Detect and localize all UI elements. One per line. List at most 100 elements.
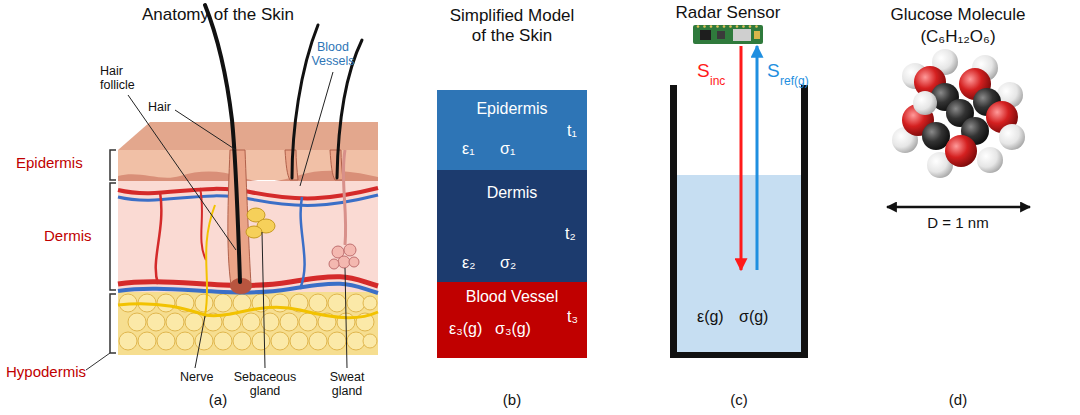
pcb-part bbox=[710, 25, 713, 28]
fat-cells bbox=[157, 332, 175, 350]
pcb-part bbox=[729, 25, 732, 28]
conductivity-symbol: σ(g) bbox=[739, 308, 768, 326]
panel-title: Anatomy of the Skin bbox=[118, 5, 318, 25]
part-label: Nerve bbox=[180, 370, 213, 384]
panel-title: Glucose Molecule bbox=[868, 5, 1048, 25]
fat-cells bbox=[128, 313, 146, 331]
sweat-gland bbox=[329, 259, 339, 269]
fat-cells bbox=[119, 294, 377, 350]
permittivity-symbol: ε₁ bbox=[462, 140, 475, 158]
fat-cells bbox=[328, 294, 346, 312]
fat-cells bbox=[195, 294, 213, 312]
part-label: Sebaceous gland bbox=[228, 370, 302, 398]
fat-cells bbox=[299, 313, 317, 331]
fat-cells bbox=[176, 332, 194, 350]
glucose-molecule bbox=[922, 122, 950, 150]
liquid-sample bbox=[677, 175, 801, 352]
fat-cells bbox=[138, 332, 156, 350]
layer-name: Dermis bbox=[437, 184, 587, 202]
layer-label: Epidermis bbox=[16, 154, 83, 171]
glucose-molecule bbox=[977, 147, 1003, 173]
fat-cells bbox=[328, 332, 346, 350]
permittivity-symbol: ε₂ bbox=[462, 254, 475, 272]
pcb-part bbox=[742, 25, 745, 28]
leader-lines bbox=[195, 316, 205, 368]
fat-cells bbox=[309, 332, 327, 350]
fat-cells bbox=[309, 294, 327, 312]
fat-cells bbox=[185, 313, 203, 331]
fat-cells bbox=[119, 332, 137, 350]
glucose-molecule bbox=[892, 49, 1025, 178]
blood-vessels bbox=[118, 188, 378, 198]
fat-cells bbox=[347, 332, 365, 350]
sebaceous-gland bbox=[246, 208, 275, 238]
fat-cells bbox=[157, 294, 175, 312]
blood-vessels bbox=[156, 192, 162, 284]
pcb-part bbox=[733, 29, 751, 41]
layer-brackets bbox=[86, 150, 116, 370]
hair-shafts bbox=[205, 5, 240, 282]
layer-label: Dermis bbox=[44, 227, 92, 244]
pcb-part bbox=[703, 25, 706, 28]
sweat-gland bbox=[338, 256, 350, 268]
leader-lines bbox=[128, 72, 347, 368]
layer-brackets bbox=[110, 294, 116, 353]
panel-tag: (b) bbox=[487, 391, 537, 408]
skin-layer-band: Epidermisε₁σ₁t₁ bbox=[437, 90, 587, 170]
pcb-part bbox=[736, 25, 739, 28]
reflected-signal-arrow bbox=[756, 46, 759, 270]
fat-cells bbox=[290, 332, 308, 350]
fat-cells bbox=[233, 332, 251, 350]
thickness-symbol: t₃ bbox=[567, 308, 578, 326]
sebaceous-gland bbox=[246, 226, 262, 238]
fat-cells bbox=[271, 294, 289, 312]
sensor-pcb bbox=[693, 22, 763, 46]
fat-cells bbox=[252, 332, 270, 350]
thickness-symbol: t₂ bbox=[565, 225, 576, 243]
pcb-part bbox=[749, 25, 752, 28]
hair-shafts bbox=[292, 25, 318, 178]
panel-tag: (c) bbox=[714, 391, 764, 408]
sweat-gland bbox=[329, 150, 359, 269]
permittivity-symbol: ε₃(g) bbox=[449, 320, 482, 338]
leader-lines bbox=[345, 268, 347, 368]
pcb-part bbox=[700, 30, 711, 40]
layer-brackets bbox=[110, 150, 116, 180]
part-label: Hair follicle bbox=[100, 64, 155, 92]
nerve-fibre bbox=[118, 304, 378, 318]
part-label: Sweat gland bbox=[322, 370, 372, 398]
layer-name: Blood Vessel bbox=[437, 288, 587, 306]
sweat-gland bbox=[343, 150, 345, 245]
leader-lines bbox=[175, 110, 236, 150]
fat-cells bbox=[242, 313, 260, 331]
skin-illustration bbox=[86, 5, 378, 370]
hair-shafts bbox=[205, 5, 362, 282]
pcb-part bbox=[693, 25, 763, 44]
incident-signal-arrow bbox=[740, 46, 743, 270]
leader-lines bbox=[300, 72, 333, 186]
layer-brackets bbox=[86, 353, 110, 370]
nerve-fibre bbox=[205, 205, 215, 315]
pcb-part bbox=[755, 25, 758, 28]
permittivity-symbol: ε(g) bbox=[697, 308, 724, 326]
signal-name: S bbox=[767, 60, 780, 82]
layer-name: Epidermis bbox=[437, 100, 587, 118]
fat-cells bbox=[280, 313, 298, 331]
sweat-gland bbox=[329, 244, 359, 269]
pcb-part bbox=[697, 25, 700, 28]
pcb-part bbox=[717, 31, 725, 39]
glucose-molecule bbox=[999, 124, 1025, 150]
fat-cells bbox=[363, 334, 377, 348]
fat-cells bbox=[195, 332, 213, 350]
pcb-part bbox=[716, 25, 719, 28]
layer-label: Hypodermis bbox=[6, 363, 86, 380]
hypodermis-layer bbox=[118, 292, 378, 355]
signal-subscript: inc bbox=[710, 74, 725, 88]
panel-tag: (a) bbox=[193, 391, 243, 408]
leader-lines bbox=[128, 95, 236, 250]
hair-follicle bbox=[228, 150, 343, 294]
conductivity-symbol: σ₁ bbox=[500, 140, 515, 158]
radar-sensor-board: Radar Sensor bbox=[693, 22, 763, 46]
panel-title: Radar Sensor bbox=[653, 3, 803, 23]
